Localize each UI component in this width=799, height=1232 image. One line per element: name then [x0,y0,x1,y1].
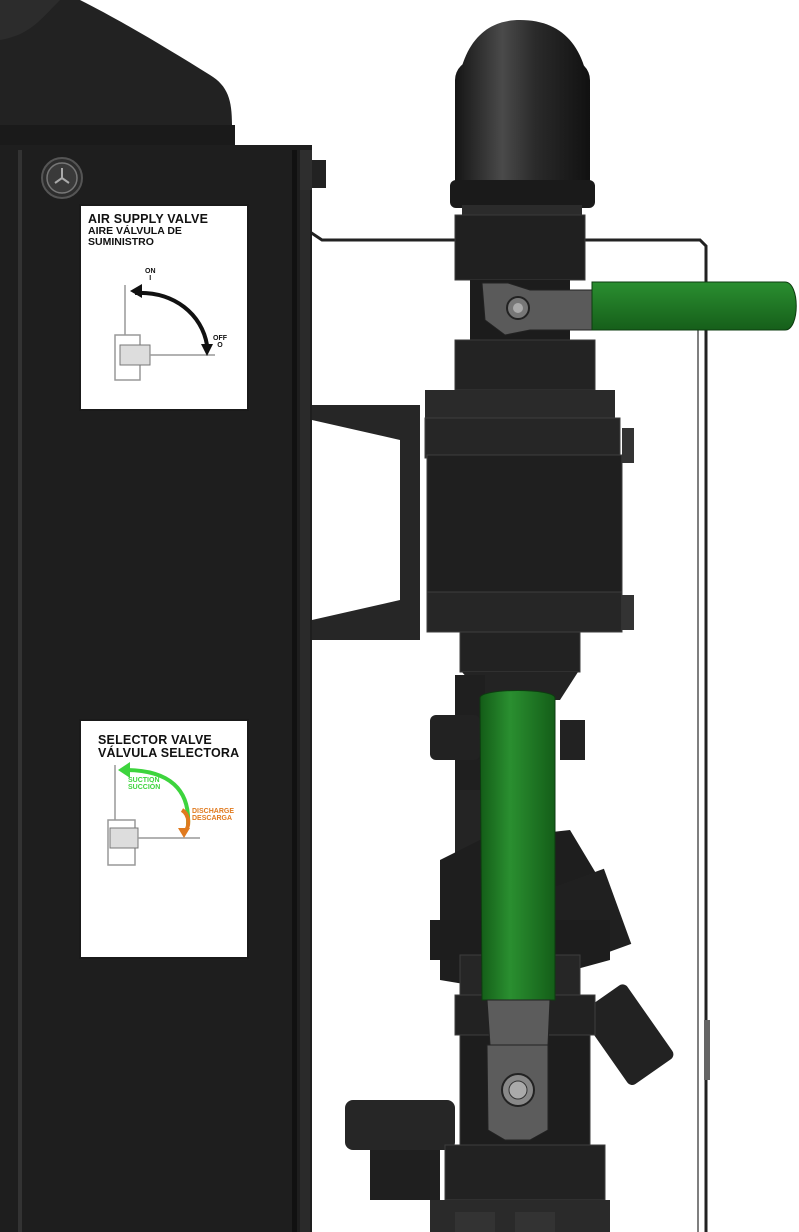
air-supply-decal: AIR SUPPLY VALVE AIRE VÁLVULA DE SUMINIS… [80,205,248,410]
selector-title: SELECTOR VALVE [98,733,212,747]
selector-valve-handle [479,690,556,1141]
selector-decal: SELECTOR VALVE VÁLVULA SELECTORA SUCTION… [80,720,248,958]
air-valve-nut-top [454,214,586,281]
air-supply-title: AIR SUPPLY VALVE [88,212,209,226]
on-label: ON I [145,268,156,283]
suction-label: SUCTION SUCCIÓN [128,777,161,792]
selector-decal-title: SELECTOR VALVE VÁLVULA SELECTORA [98,733,248,761]
air-supply-diagram [79,204,249,411]
side-bracket-upper [312,405,420,640]
air-supply-subtitle-1: AIRE VÁLVULA DE [88,225,182,238]
selector-diagram [79,719,249,959]
pipe-elbow [455,20,590,188]
off-label: OFF O [213,335,227,350]
selector-subtitle: VÁLVULA SELECTORA [98,746,240,761]
gauge-icon [41,157,83,199]
discharge-label: DISCHARGE DESCARGA [192,808,235,823]
valve-housing [424,417,621,459]
air-supply-valve-handle [481,281,797,336]
air-supply-subtitle-2: SUMINISTRO [88,236,154,249]
top-cover [0,0,232,150]
air-supply-decal-title: AIR SUPPLY VALVE AIRE VÁLVULA DE SUMINIS… [88,212,248,249]
